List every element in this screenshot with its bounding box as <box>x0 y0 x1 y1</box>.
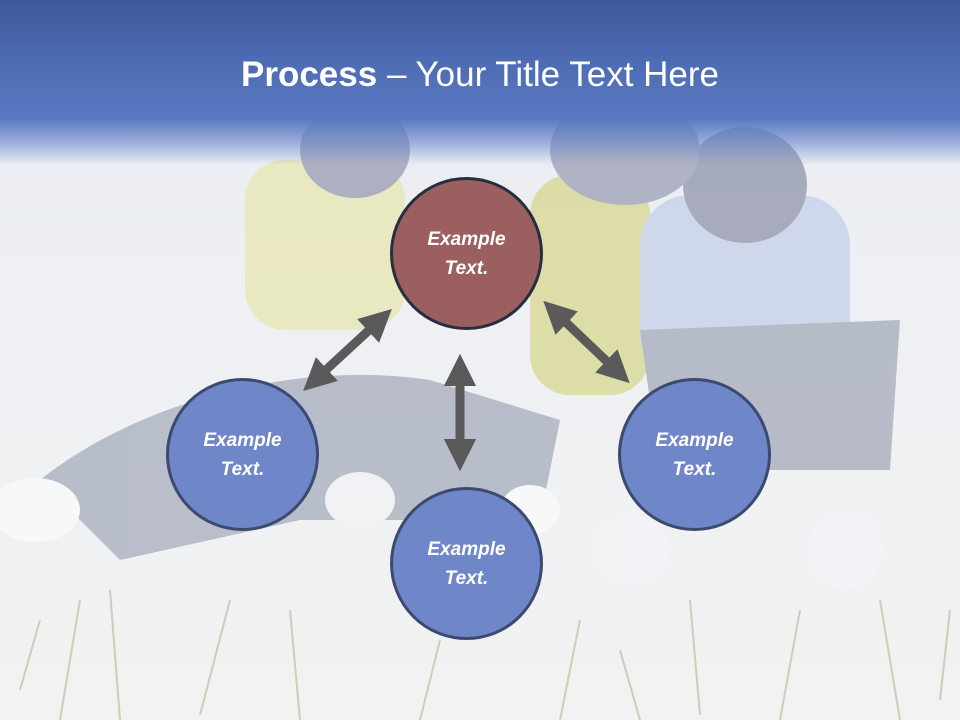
title-text: Your Title Text Here <box>415 55 720 94</box>
title-bar <box>0 0 960 165</box>
process-node-top: Example Text. <box>390 177 543 330</box>
slide-title: Process – Your Title Text Here <box>0 52 960 98</box>
title-bold: Process <box>241 55 378 94</box>
process-node-right: Example Text. <box>618 378 771 531</box>
process-node-bottom: Example Text. <box>390 487 543 640</box>
double-arrow-left <box>303 309 392 391</box>
title-dash: – <box>377 55 416 94</box>
double-arrow-right <box>543 300 630 384</box>
process-node-left: Example Text. <box>166 378 319 531</box>
